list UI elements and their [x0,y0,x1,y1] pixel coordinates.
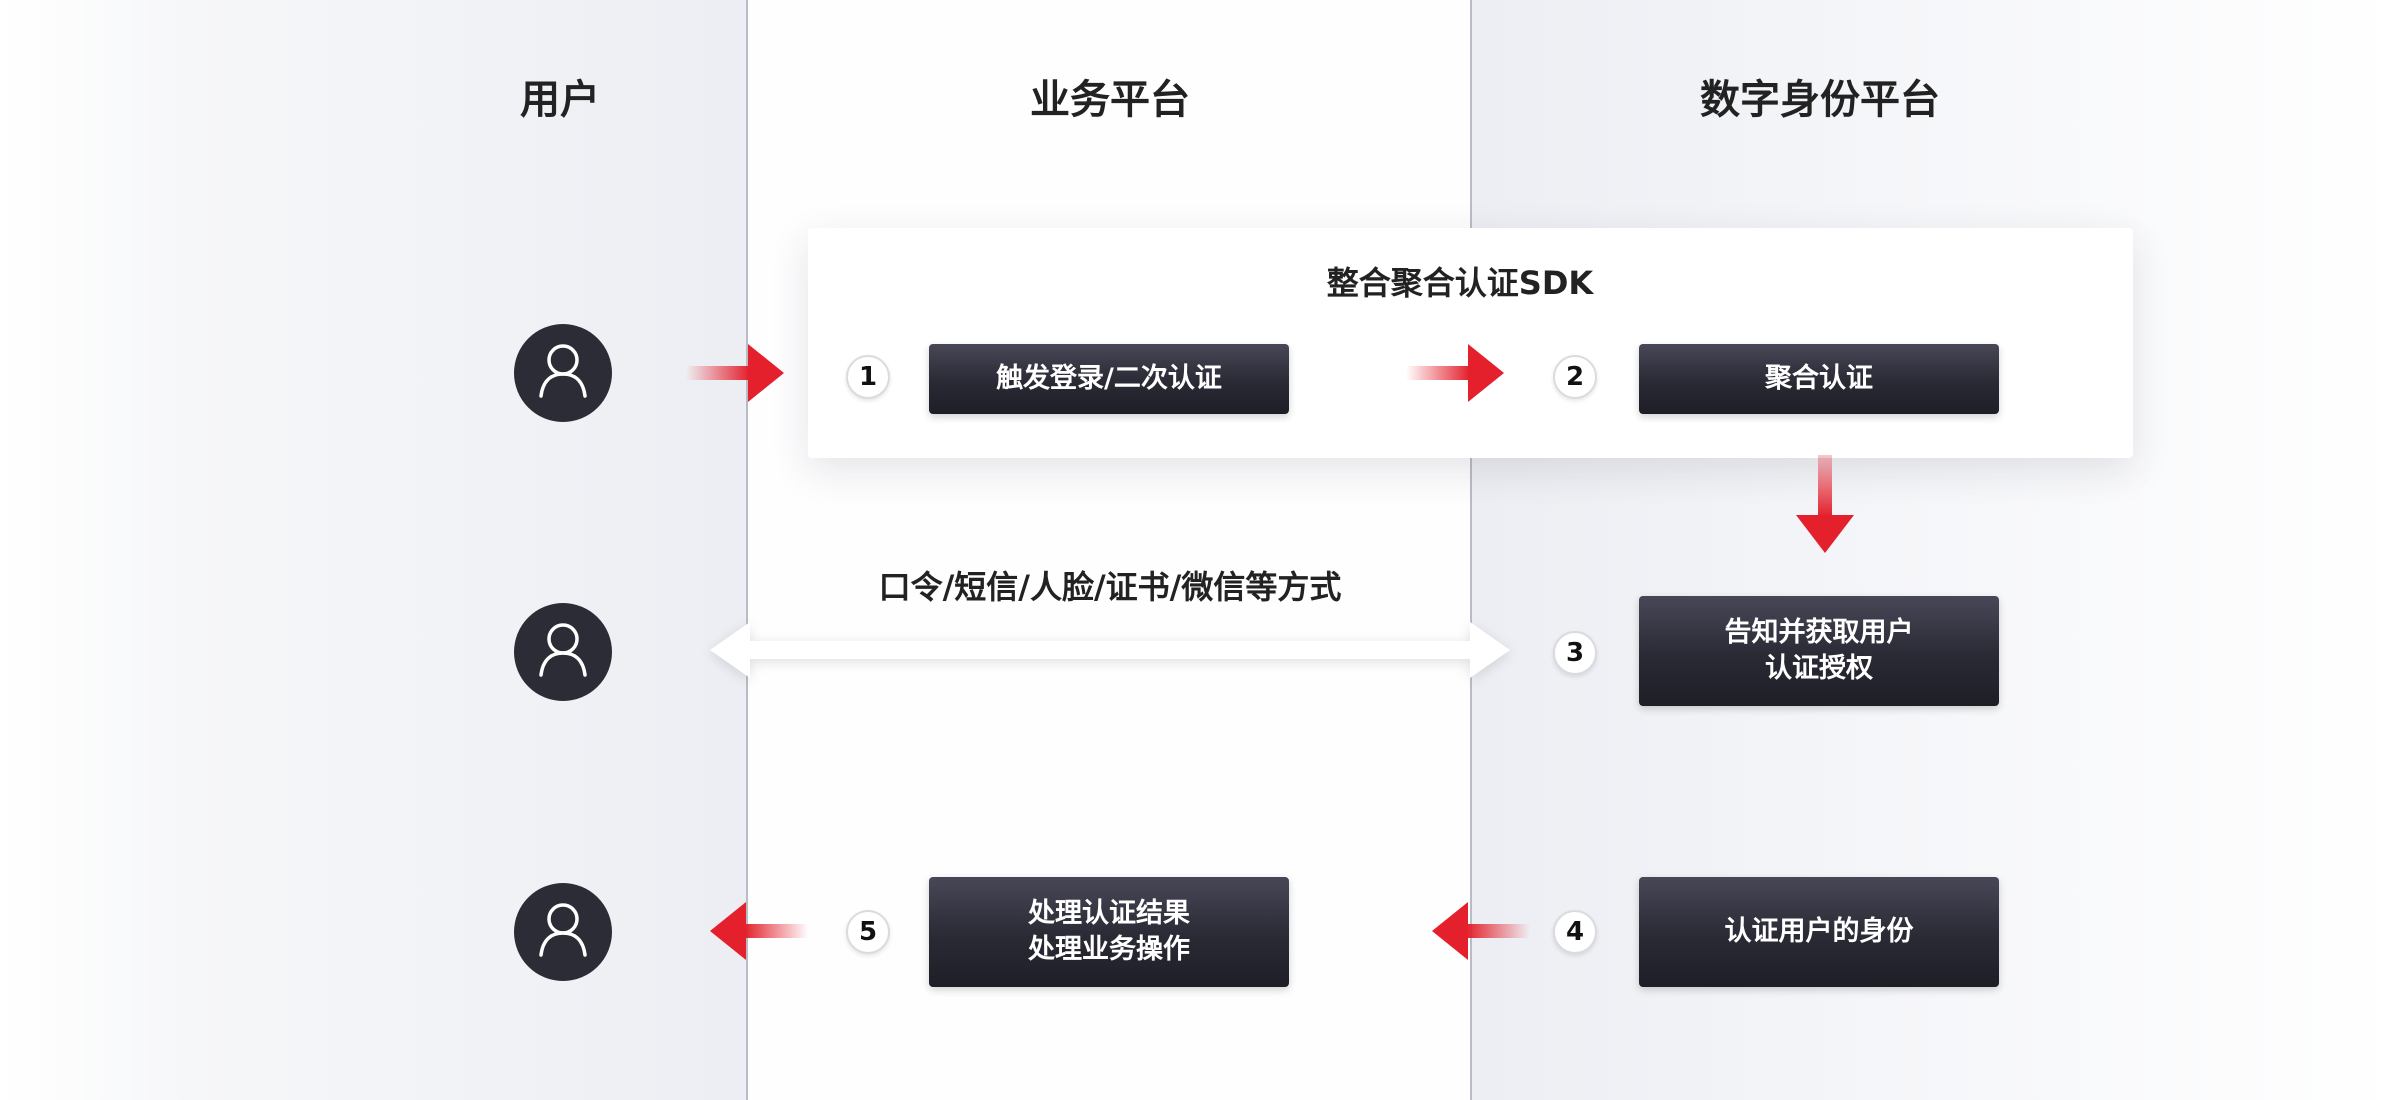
sdk-card-title: 整合聚合认证SDK [1326,264,1594,302]
red-arrow-right-icon [686,342,786,404]
step-box-process-result: 处理认证结果 处理业务操作 [929,877,1289,987]
red-arrow-right-icon [1406,342,1506,404]
sdk-card [808,228,2133,458]
step-box-notify-authorize: 告知并获取用户 认证授权 [1639,596,1999,706]
step-number-badge: 4 [1553,910,1597,954]
white-double-arrow-icon [706,618,1514,682]
lane-header-business: 业务平台 [1030,77,1190,123]
step-number-badge: 3 [1553,631,1597,675]
step-box-trigger-login: 触发登录/二次认证 [929,344,1289,414]
red-arrow-down-icon [1794,455,1856,555]
red-arrow-left-icon [1430,900,1530,962]
lane-divider [746,0,748,1100]
lane-divider [1470,0,1472,1100]
step-number-badge: 1 [846,355,890,399]
step-number-badge: 5 [846,910,890,954]
lane-user [0,0,746,1100]
auth-methods-label: 口令/短信/人脸/证书/微信等方式 [878,568,1342,606]
step-box-verify-identity: 认证用户的身份 [1639,877,1999,987]
lane-header-identity: 数字身份平台 [1700,77,1940,123]
step-number-badge: 2 [1553,355,1597,399]
red-arrow-left-icon [708,900,808,962]
step-box-aggregate-auth: 聚合认证 [1639,344,1999,414]
user-avatar-icon [514,603,612,701]
user-avatar-icon [514,324,612,422]
user-avatar-icon [514,883,612,981]
lane-header-user: 用户 [520,77,600,123]
